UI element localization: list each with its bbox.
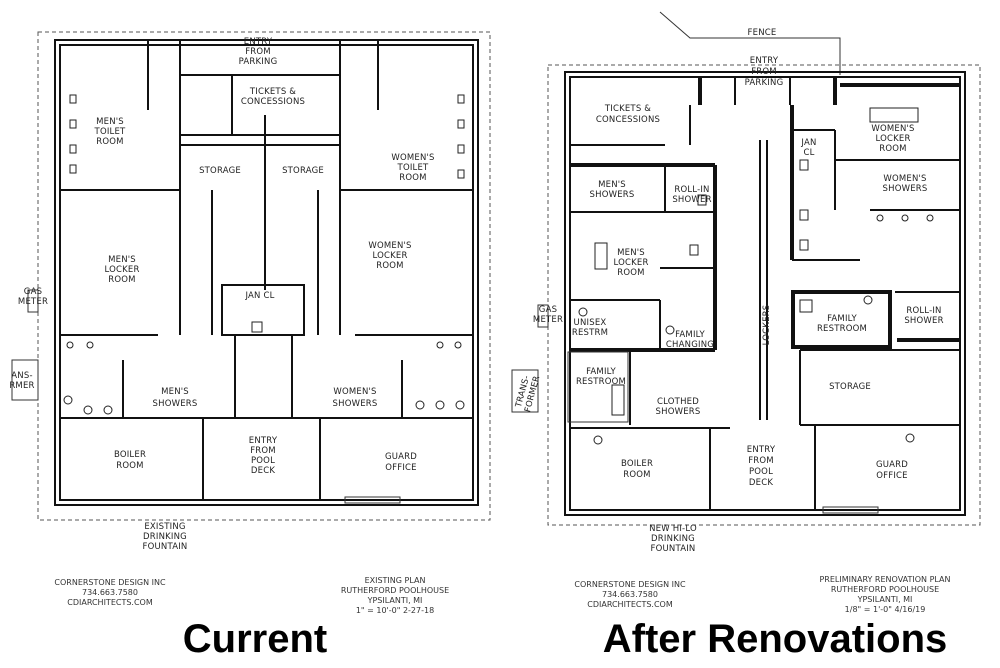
label-tickets: TICKETS &CONCESSIONS bbox=[596, 104, 660, 125]
current-plan-fixtures bbox=[63, 94, 465, 415]
after-plan-walls bbox=[511, 11, 981, 526]
after-caption: After Renovations bbox=[603, 617, 948, 661]
label-storage-right: STORAGE bbox=[282, 166, 324, 176]
label-tickets: TICKETS &CONCESSIONS bbox=[241, 87, 305, 107]
label-lockers: LOCKERS bbox=[762, 305, 772, 346]
current-caption: Current bbox=[183, 617, 327, 661]
label-storage: STORAGE bbox=[829, 382, 871, 392]
label-fence: FENCE bbox=[748, 28, 777, 38]
label-transformer: ANS-RMER bbox=[9, 371, 34, 391]
label-jan-cl: JAN CL bbox=[244, 291, 274, 301]
after-plan-fixtures bbox=[578, 107, 934, 445]
label-storage-left: STORAGE bbox=[199, 166, 241, 176]
current-plan-walls bbox=[11, 31, 491, 521]
